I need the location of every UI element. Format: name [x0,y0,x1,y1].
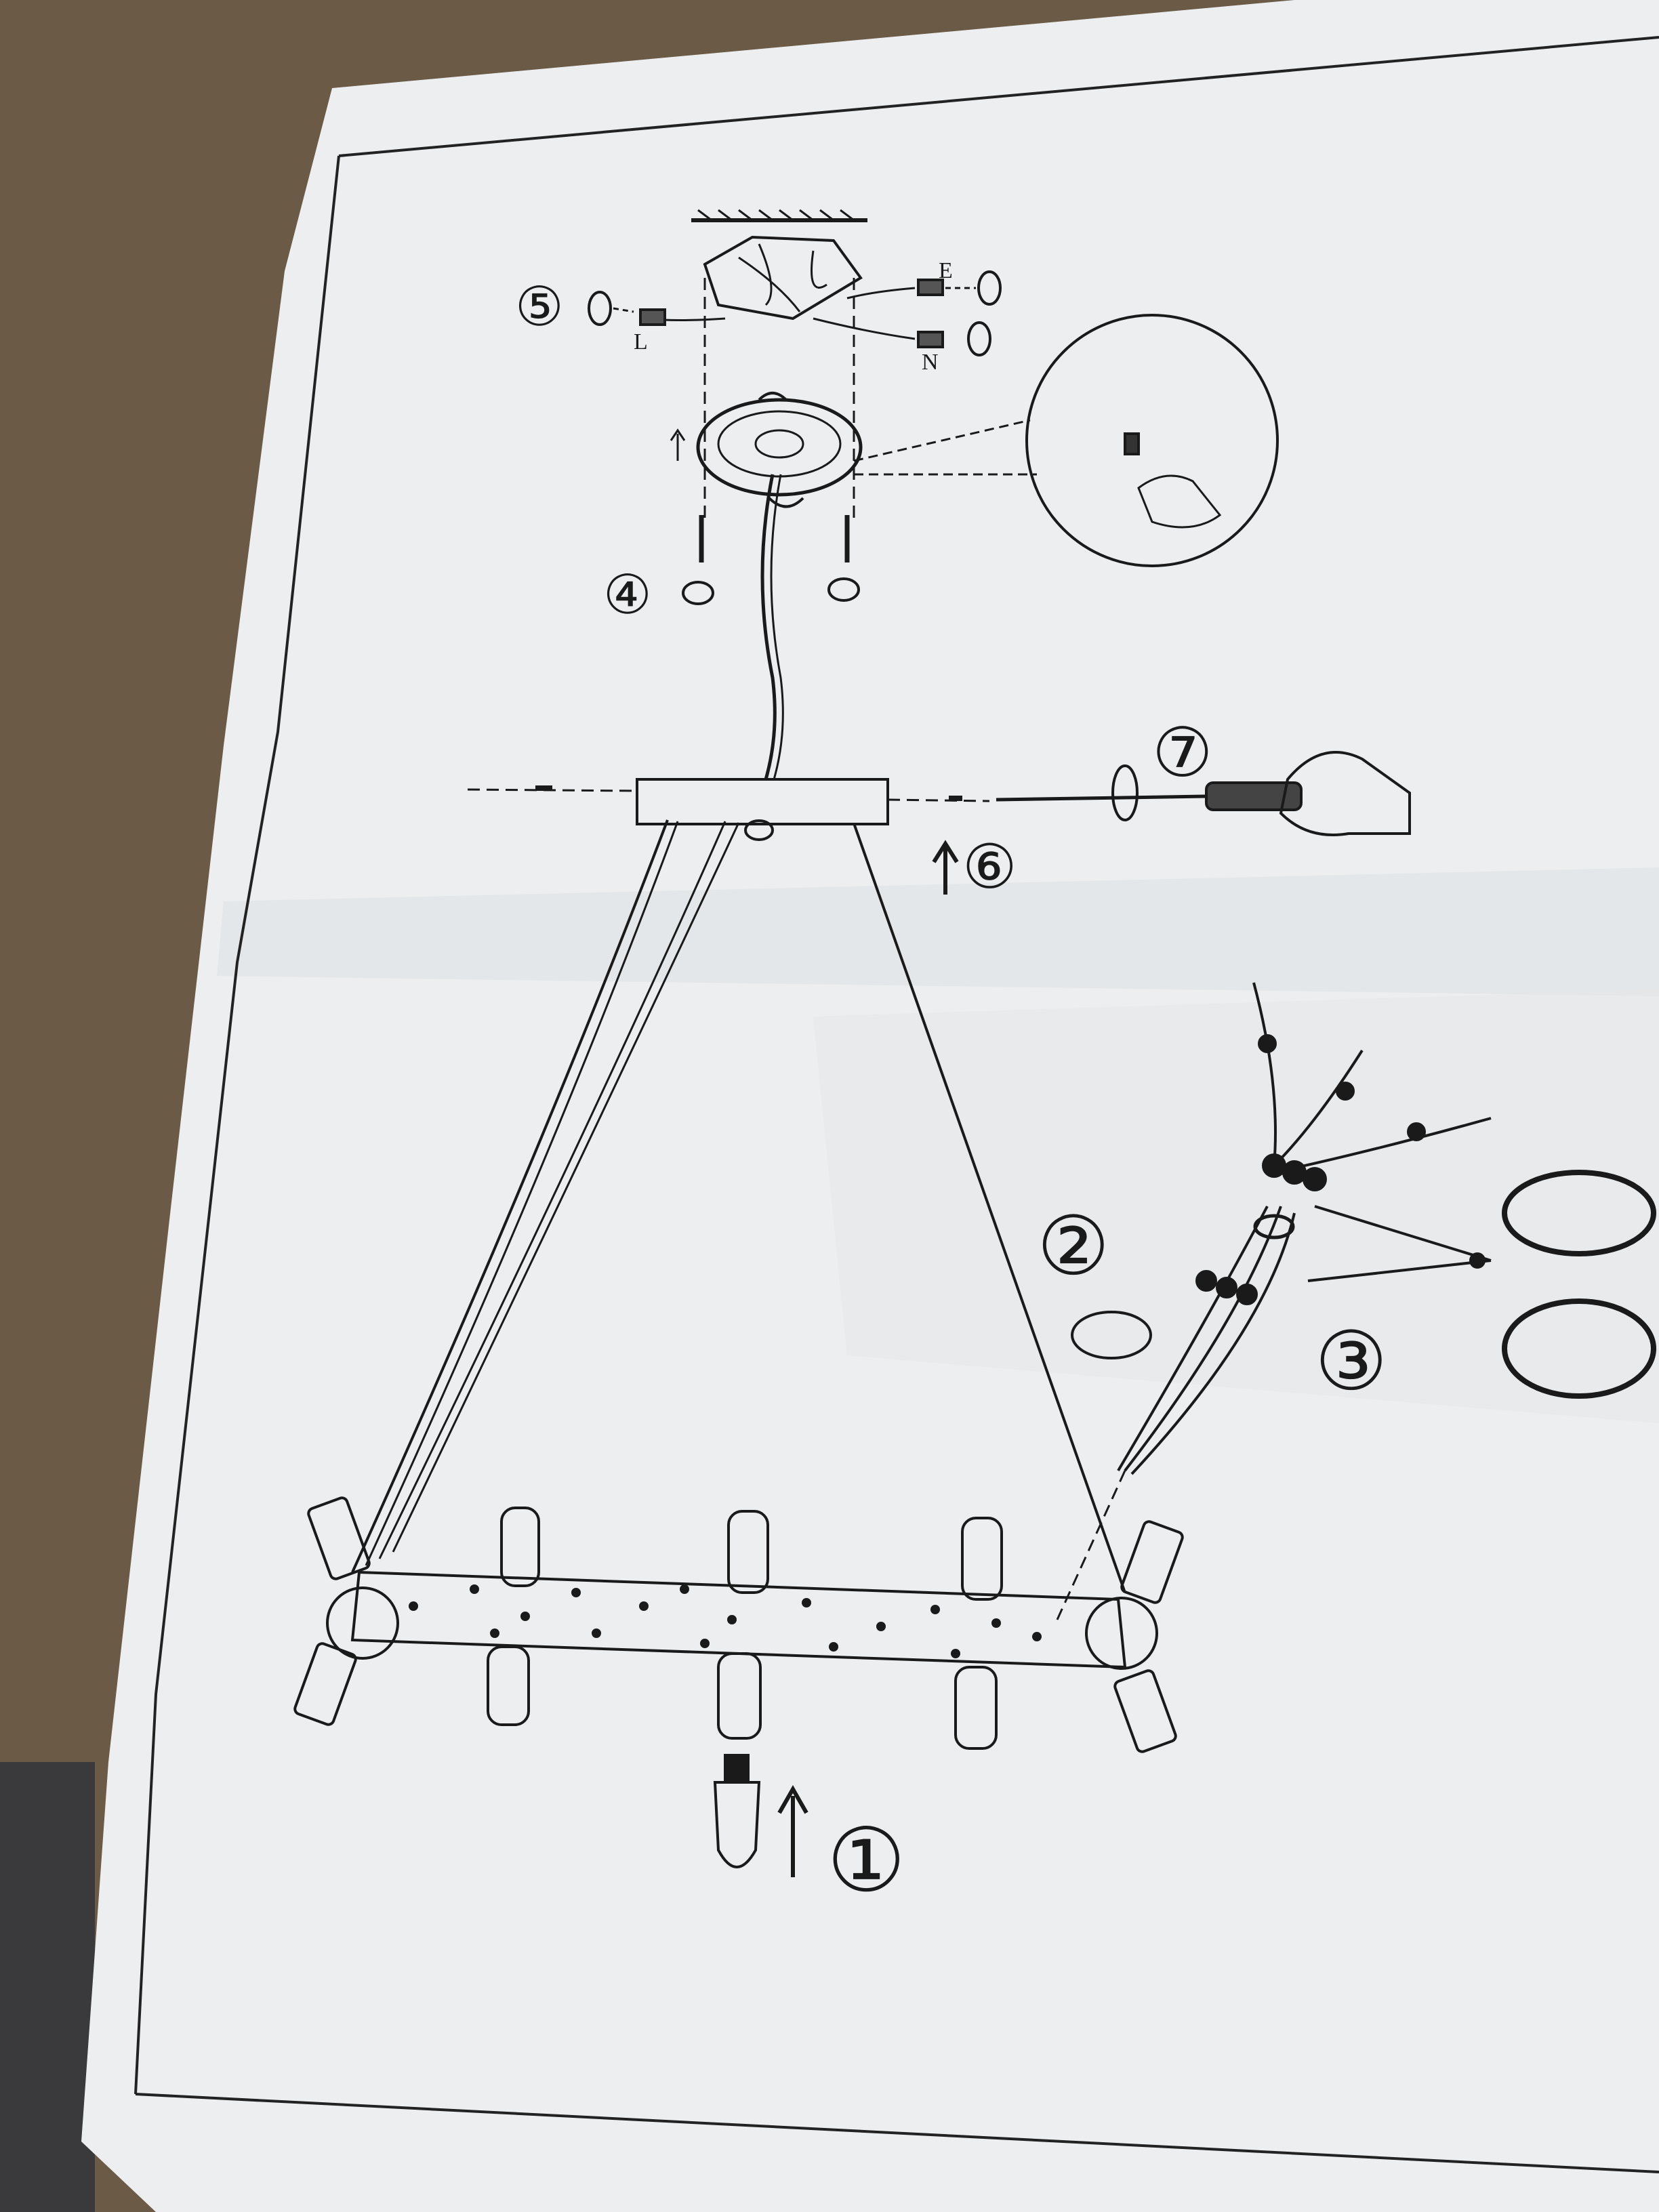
wire-label-earth: E [939,258,953,283]
page-border-left [134,155,340,2095]
fixture-end-cap [326,1586,399,1660]
page-border-bottom [135,2093,1659,2173]
step-1-label: ① [827,1813,906,1910]
up-arrow-icon [932,840,959,895]
fixture-body [293,1496,1184,1877]
live-connector [639,308,666,326]
page-border [338,36,1659,157]
rotate-icon [977,270,1002,306]
wire-label-neutral: N [922,350,939,375]
light-bulb-icon [713,1754,761,1868]
fold-shadow [217,867,1659,996]
ceiling-diagram [588,209,1279,780]
mounting-bar [636,778,889,825]
fold-shadow-2 [813,989,1659,1423]
wire-label-live: L [634,329,648,354]
rotate-icon [827,577,860,602]
scissors-icon [1307,1170,1656,1399]
up-arrow-icon [777,1784,808,1877]
step-4-label: ④ [603,566,652,626]
magnified-detail-icon [1025,314,1279,567]
ceiling-hatch-icon [691,209,867,222]
step-3-label: ③ [1315,1317,1388,1407]
step-7-label: ⑦ [1152,716,1213,791]
mounting-bar-group [351,751,1411,1593]
earth-connector [917,279,944,296]
step-6-label: ⑥ [962,834,1017,901]
junction-box-icon [703,235,863,321]
step-5-label: ⑤ [515,278,564,337]
cable-bundle-group [1056,982,1656,1620]
rotate-icon [682,581,714,605]
fixture-end-cap [1085,1597,1158,1670]
rotate-icon [588,291,612,326]
up-arrow-icon [670,428,686,461]
step-2-label: ② [1037,1202,1110,1292]
rotate-icon [1071,1311,1152,1359]
screwdriver-hand-icon [996,751,1411,836]
rotate-icon [967,321,991,356]
neutral-connector [917,331,944,348]
dark-corner [0,1762,95,2212]
